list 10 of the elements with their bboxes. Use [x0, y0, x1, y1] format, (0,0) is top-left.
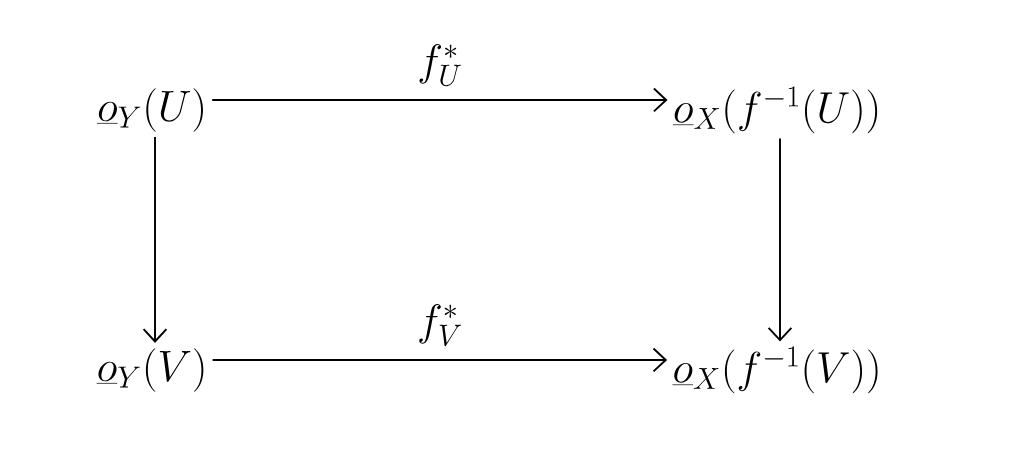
arrow — [767, 137, 793, 342]
math-object: $\underline{o}_X(f^{-1}(V))$ — [672, 346, 878, 394]
math-object: $\underline{o}_Y(V)$ — [96, 348, 204, 392]
math-object: $\underline{o}_X(f^{-1}(U))$ — [672, 86, 878, 134]
arrow — [211, 87, 668, 113]
math-object: $\underline{o}_Y(U)$ — [97, 88, 203, 132]
arrow — [142, 136, 168, 343]
arrow — [211, 347, 668, 373]
edge-label: $f^*_U$ — [413, 40, 467, 90]
edge-label: $f^*_V$ — [413, 300, 467, 350]
